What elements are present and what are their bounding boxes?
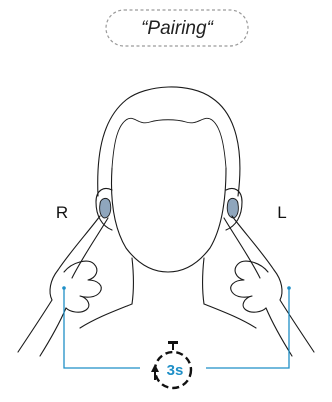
right-hand-illustration (18, 216, 108, 356)
left-hand-illustration (224, 216, 314, 356)
right-earbud (100, 198, 111, 218)
head-illustration (80, 87, 256, 328)
right-index-finger-top (72, 218, 108, 278)
neck-left (132, 258, 134, 304)
stopwatch-knob (168, 341, 178, 344)
left-index-finger-top (224, 218, 260, 278)
right-forearm-inner (40, 308, 66, 356)
left-earbud (227, 198, 238, 218)
left-side-label: L (277, 203, 286, 222)
left-thumb (274, 270, 282, 300)
speech-bubble: “Pairing“ (106, 10, 248, 46)
right-curled-fingers (64, 261, 101, 312)
speech-bubble-text: “Pairing“ (141, 18, 214, 39)
bracket-line-right (64, 288, 140, 368)
timer-badge: 3s (151, 341, 191, 388)
right-thumb (50, 270, 58, 300)
left-forearm-inner (266, 308, 292, 356)
timer-duration: 3s (167, 362, 184, 379)
shoulder-right (204, 304, 256, 328)
right-side-label: R (56, 203, 68, 222)
face-outline (112, 168, 226, 272)
head-outline (98, 87, 240, 196)
bracket-line-left (206, 288, 289, 368)
neck-right (203, 258, 205, 304)
hairline (112, 118, 226, 168)
left-curled-fingers (231, 261, 268, 312)
